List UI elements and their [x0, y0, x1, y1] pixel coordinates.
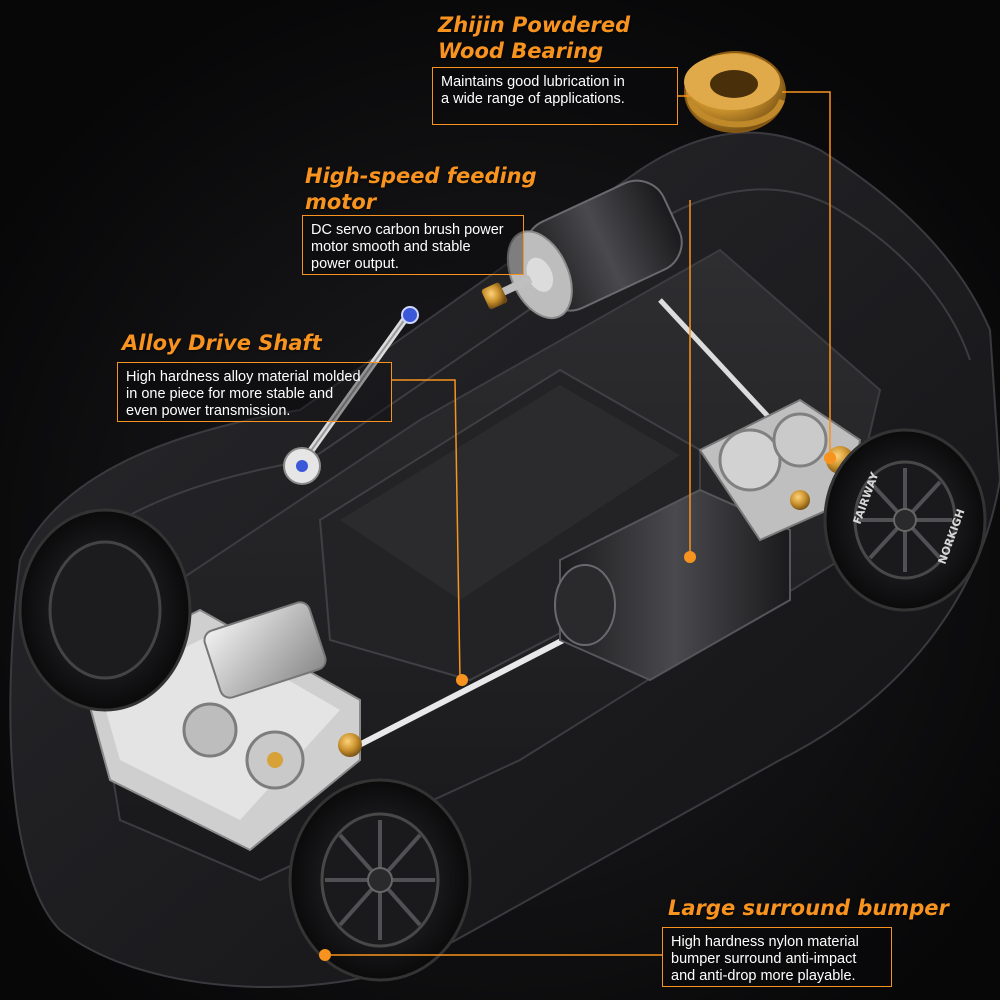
- front-gearbox: [78, 601, 362, 852]
- wheel-front-right: [288, 778, 472, 982]
- bearing-title: Zhijin Powdered Wood Bearing: [438, 13, 631, 63]
- callout-leader-dots: [319, 452, 836, 961]
- drive-shaft-description: High hardness alloy material molded in o…: [117, 362, 392, 422]
- bearing-description: Maintains good lubrication in a wide ran…: [432, 67, 678, 125]
- alloy-drive-shaft-part: [283, 306, 419, 485]
- wheel-front-left: [18, 508, 192, 712]
- callout-leader-lines: [325, 91, 831, 956]
- motor-title: High-speed feeding motor: [305, 164, 537, 214]
- drive-shaft-title: Alloy Drive Shaft: [122, 331, 322, 355]
- installed-main-motor: [554, 488, 791, 682]
- wheel-rear-left: [823, 428, 987, 612]
- motor-description: DC servo carbon brush power motor smooth…: [302, 215, 524, 275]
- powdered-wood-bearing-part: [684, 51, 786, 133]
- rear-gearbox: [698, 398, 862, 542]
- bumper-description: High hardness nylon material bumper surr…: [662, 927, 892, 987]
- bumper-title: Large surround bumper: [668, 896, 949, 920]
